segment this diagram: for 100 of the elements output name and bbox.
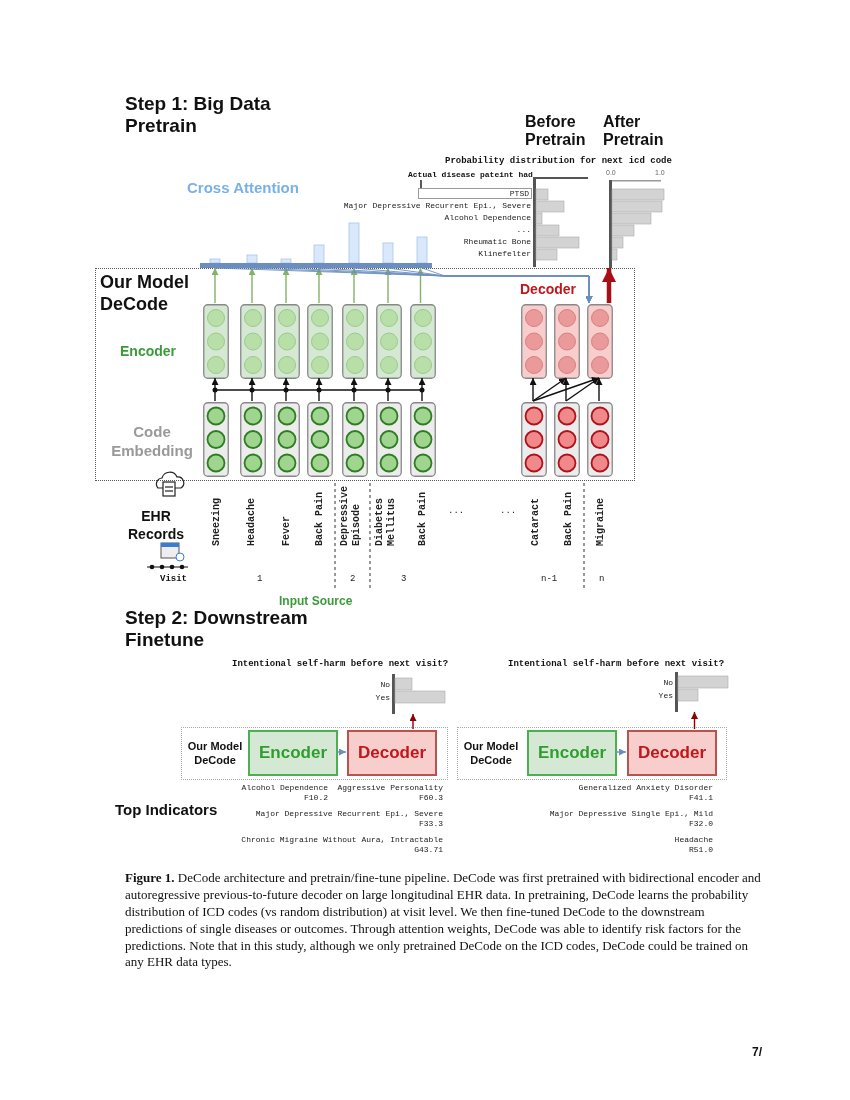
axis-label: ... [516, 225, 531, 236]
decoder-vector [521, 304, 547, 379]
arrow [315, 377, 323, 402]
layer-label: EHR Records [127, 508, 185, 543]
arrow [315, 267, 323, 304]
arrow [595, 377, 603, 402]
model-boundary-box [95, 268, 635, 481]
encoder-box: Encoder [248, 730, 338, 776]
decoder-box: Decoder [627, 730, 717, 776]
arrow [529, 377, 537, 402]
arrow [565, 377, 600, 402]
embedding-vector [240, 402, 266, 477]
model-boundary-box [457, 727, 727, 780]
section-heading: Step 1: Big Data Pretrain [125, 93, 272, 137]
embedding-vector [342, 402, 368, 477]
arrow [691, 711, 698, 730]
code-label: Back Pain [314, 491, 326, 546]
arrow [418, 377, 426, 402]
encoder-vector [307, 304, 333, 379]
embedding-vector [307, 402, 333, 477]
code-label: Cataract [530, 497, 542, 546]
arrow [562, 377, 570, 402]
code-label: Depressive Episode [339, 485, 362, 546]
figure-caption: Figure 1. DeCode architecture and pretrain/fine-tune pipeline. DeCode was first pretrained with bidirectional encoder and autoregressive previous-to-future decoder on large longitudinal EHR data. In pretraining, DeCode learns the probability distribution of ICD codes (vs random distribution) at visit level. We then fine-tuned DeCode to the downstream predictions of single diseases or outcomes. Through attention weights, DeCode was able to identify risk factors for the predictions. Note that in this study, although we only pretrained DeCode on the ICD codes, DeCode could be trained on any EHR data types. [125, 870, 762, 972]
encoder-vector [376, 304, 402, 379]
indicator-text: Headache R51.0 [673, 835, 713, 856]
axis-label: Alcohol Dependence [444, 213, 531, 224]
chart-heading: After Pretrain [603, 113, 665, 150]
highlight-box: PTSD [418, 188, 532, 199]
ellipsis-text: ... [500, 506, 517, 517]
embedding-vector [521, 402, 547, 477]
decoder-vector [554, 304, 580, 379]
arrow [336, 748, 347, 756]
row-heading: Top Indicators [115, 801, 218, 819]
axis-label: Yes [658, 691, 673, 702]
arrow [248, 267, 256, 304]
visit-number: 2 [350, 574, 356, 585]
indicator-text: Generalized Anxiety Disorder F41.1 [577, 783, 713, 804]
arrow [350, 377, 358, 402]
encoder-vector [203, 304, 229, 379]
axis-label: No [380, 680, 390, 691]
axis-label: No [663, 678, 673, 689]
indicator-text: Major Depressive Recurrent Epi., Severe F33.3 [254, 809, 443, 830]
axis-title: Input Source [279, 594, 353, 609]
arrow [409, 713, 417, 730]
encoder-vector [240, 304, 266, 379]
arrow [282, 377, 290, 402]
encoder-box: Encoder [527, 730, 617, 776]
arrow [248, 377, 256, 402]
chart-title: Probability distribution for next icd code [445, 156, 672, 167]
chart-heading: Before Pretrain [525, 113, 587, 150]
arrow [602, 268, 616, 303]
code-label: Migraine [595, 497, 607, 546]
indicator-text: Alcohol Dependence F10.2 [240, 783, 328, 804]
embedding-vector [203, 402, 229, 477]
encoder-vector [274, 304, 300, 379]
layer-label: Encoder [120, 343, 176, 360]
visit-label: Visit [160, 574, 187, 585]
bar-chart [606, 180, 668, 268]
model-title: Our Model DeCode [100, 272, 190, 316]
attention-bar [200, 263, 432, 268]
visit-number: n [599, 574, 605, 585]
encoder-vector [342, 304, 368, 379]
ellipsis-text: ... [448, 506, 465, 517]
axis-label: Yes [375, 693, 390, 704]
model-title: Our Model DeCode [186, 740, 244, 768]
code-label: Fever [281, 515, 293, 546]
arrow [211, 267, 219, 304]
heading-text: Cross Attention [187, 179, 299, 197]
chart-title: Intentional self-harm before next visit? [232, 659, 449, 670]
embedding-vector [376, 402, 402, 477]
arrow [532, 377, 567, 402]
model-boundary-box [181, 727, 448, 780]
embedding-vector [274, 402, 300, 477]
arrow [282, 267, 290, 304]
model-title: Our Model DeCode [462, 740, 520, 768]
embedding-vector [587, 402, 613, 477]
code-label: Diabetes Mellitus [374, 497, 397, 546]
axis-label: Rheumatic Bone [463, 237, 531, 248]
arrow [384, 377, 392, 402]
visit-number: 1 [257, 574, 263, 585]
code-label: Back Pain [563, 491, 575, 546]
code-label: Sneezing [211, 497, 223, 546]
axis-label: Klinefelter [478, 249, 531, 260]
chart-title: Intentional self-harm before next visit? [508, 659, 725, 670]
arrow [615, 748, 627, 756]
annotation-text: Actual disease pateint had [408, 170, 534, 180]
arrow [211, 377, 219, 402]
embedding-vector [410, 402, 436, 477]
visit-number: 3 [401, 574, 407, 585]
embedding-vector [554, 402, 580, 477]
indicator-text: Aggressive Personality F60.3 [336, 783, 443, 804]
decoder-box: Decoder [347, 730, 437, 776]
page-number: 7/ [752, 1045, 762, 1060]
section-heading: Step 2: Downstream Finetune [125, 607, 309, 651]
indicator-text: Major Depressive Single Epi., Mild F32.0 [548, 809, 713, 830]
encoder-vector [410, 304, 436, 379]
layer-label: Code Embedding [110, 423, 194, 461]
decoder-vector [587, 304, 613, 379]
leader-line [420, 179, 422, 189]
